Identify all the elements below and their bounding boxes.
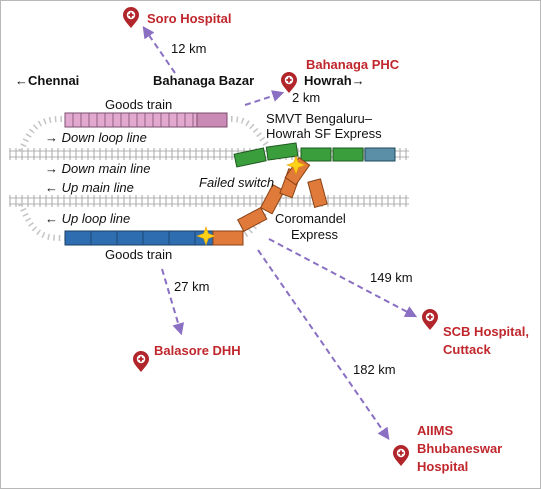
goods-train-top-car-dividers [72,113,194,127]
route-arrow-soro [142,26,176,74]
label-failed-switch: Failed switch [199,175,274,190]
goods-train-top [64,112,228,128]
map-pin-icon [393,445,409,466]
route-arrow-balasore [161,268,185,336]
hospital-label-scb-line2: Cuttack [443,342,491,357]
hospital-label-aiims-line2: Bhubaneswar [417,441,502,456]
train-label-coromandel-line2: Express [291,227,338,242]
map-pin-icon [123,7,139,28]
track-label-down-loop: → Down loop line [45,130,147,145]
distance-label-aiims: 182 km [353,362,396,377]
smvt-coach [300,147,332,162]
distance-label-bahanaga-phc: 2 km [292,90,320,105]
goods-train-bottom-car-dividers [90,231,196,245]
hospital-label-scb-line1: SCB Hospital, [443,324,529,339]
station-label-bahanaga-bazar: Bahanaga Bazar [153,73,254,88]
hospital-label-soro: Soro Hospital [147,11,232,26]
direction-label-chennai: ←Chennai [15,73,79,88]
train-label-coromandel-line1: Coromandel [275,211,346,226]
train-label-smvt-line2: Howrah SF Express [266,126,382,141]
route-arrow-aiims [257,249,390,440]
track-ties-up-main [9,195,409,207]
down-loop-track [18,116,274,153]
smvt-coach [332,147,364,162]
route-arrows [142,26,418,440]
goods-train-top-engine [196,112,228,128]
coromandel-coach [237,206,268,232]
train-label-smvt-line1: SMVT Bengaluru– [266,111,373,126]
coromandel-coach [307,178,328,208]
direction-label-howrah: Howrah→ [304,73,365,88]
coromandel-coach [259,184,285,215]
goods-train-bottom [64,230,244,246]
distance-label-soro: 12 km [171,41,206,56]
smvt-coach [265,142,299,161]
train-label-goods-top: Goods train [105,97,172,112]
smvt-express-train [233,142,396,168]
smvt-engine [364,147,396,162]
hospital-label-balasore-dhh: Balasore DHH [154,343,241,358]
hospital-label-bahanaga-phc: Bahanaga PHC [306,57,400,72]
route-arrow-scb [268,238,418,318]
hospital-label-aiims-line1: AIIMS [417,423,453,438]
track-label-down-main: → Down main line [45,161,151,176]
train-label-goods-bottom: Goods train [105,247,172,262]
distance-label-balasore: 27 km [174,279,209,294]
goods-train-bottom-body [64,230,214,246]
map-pin-icon [422,309,438,330]
distance-label-scb: 149 km [370,270,413,285]
hospital-label-aiims-line3: Hospital [417,459,468,474]
map-pin-icon [133,351,149,372]
goods-train-bottom-engine [212,230,244,246]
track-label-up-loop: ← Up loop line [45,211,130,226]
smvt-coach [233,147,267,168]
route-arrow-bahanaga-phc [244,90,285,106]
track-label-up-main: ← Up main line [45,180,134,195]
